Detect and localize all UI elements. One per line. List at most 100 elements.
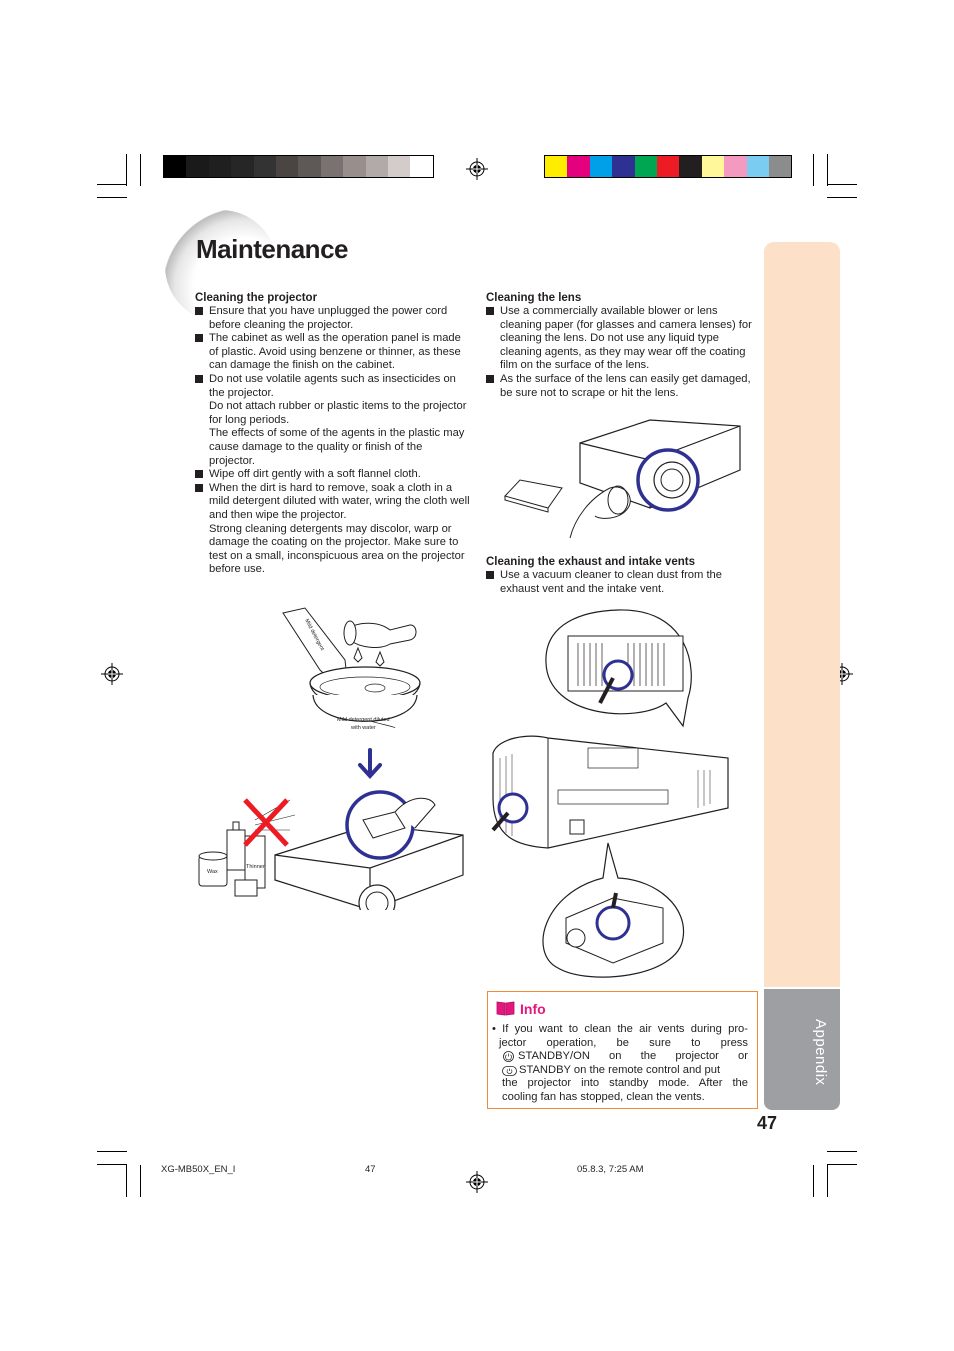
crop-mark (126, 154, 127, 186)
list-item-text: Do not attach rubber or plastic items to… (209, 400, 467, 426)
list-item: Use a commercially available blower or l… (486, 305, 760, 373)
registration-target-icon (466, 1171, 488, 1193)
list-item-text: As the surface of the lens can easily ge… (500, 372, 751, 399)
color-swatch (545, 156, 568, 177)
color-calibration-bar (544, 155, 793, 178)
can-label-wax: Wax (207, 869, 218, 875)
crop-mark (97, 197, 127, 198)
color-swatch (164, 156, 187, 177)
color-swatch (387, 156, 411, 177)
color-swatch (320, 156, 344, 177)
section-tab-label: Appendix (812, 1018, 829, 1086)
book-icon (496, 1001, 515, 1016)
list-item-text: The effects of some of the agents in the… (209, 427, 465, 467)
info-text: • If you want to clean the air vents dur… (492, 1023, 748, 1105)
color-swatch (231, 156, 254, 177)
crop-mark (827, 1165, 828, 1197)
bullet-list: Use a vacuum cleaner to clean dust from … (486, 569, 756, 596)
list-item-text: Strong cleaning detergents may discolor,… (209, 522, 465, 576)
crop-mark (140, 154, 141, 186)
bowl-caption-line2: with water (350, 725, 376, 731)
standby-remote-button-icon (502, 1065, 517, 1076)
cleaning-lens-section: Cleaning the lens Use a commercially ava… (486, 291, 760, 400)
list-item-text: Wipe off dirt gently with a soft flannel… (209, 468, 421, 481)
section-tab (764, 989, 840, 1110)
standby-on-button-icon (503, 1051, 514, 1063)
info-line: jector operation, be sure to press (499, 1036, 748, 1049)
crop-mark (827, 197, 857, 198)
info-box: Info • If you want to clean the air vent… (487, 991, 758, 1109)
list-item-text: Use a commercially available blower or l… (500, 305, 752, 372)
color-swatch (298, 156, 321, 177)
bowl-caption-line1: Mild detergent diluted (337, 717, 390, 723)
lens-cleaning-illustration (504, 419, 741, 539)
page-title: Maintenance (196, 234, 349, 264)
page-number: 47 (757, 1113, 778, 1133)
list-item: Do not use volatile agents such as insec… (195, 373, 470, 468)
crop-mark (126, 1165, 127, 1197)
info-line: • If you want to clean the air vents dur… (492, 1023, 748, 1035)
color-swatch (768, 156, 792, 177)
info-line: STANDBY on the remote control and put (492, 1064, 748, 1078)
list-item-text: When the dirt is hard to remove, soak a … (209, 481, 470, 521)
title-decoration (165, 210, 277, 322)
color-swatch (253, 156, 276, 177)
color-swatch (343, 156, 366, 177)
info-line-text: STANDBY on the remote control and put (519, 1063, 721, 1076)
list-item-text: Do not use volatile agents such as insec… (209, 372, 456, 399)
info-title: Info (520, 1001, 546, 1017)
color-swatch (724, 156, 747, 177)
section-heading: Cleaning the lens (486, 292, 582, 304)
list-item-text: Use a vacuum cleaner to clean dust from … (500, 569, 722, 595)
crop-mark (827, 1164, 857, 1165)
info-line: STANDBY/ON on the projector or (492, 1050, 748, 1064)
list-item: Ensure that you have unplugged the power… (195, 305, 470, 332)
crop-mark (97, 184, 127, 185)
color-swatch (679, 156, 702, 177)
section-heading: Cleaning the projector (195, 292, 318, 304)
footer-date: 05.8.3, 7:25 AM (577, 1164, 644, 1175)
color-swatch (275, 156, 299, 177)
color-swatch (186, 156, 209, 177)
info-line: the projector into standby mode. After t… (502, 1077, 748, 1090)
color-swatch (567, 156, 590, 177)
crop-mark (97, 1151, 127, 1152)
crop-mark (827, 154, 828, 186)
projector-cleaning-illustration: Mild detergent Mild detergent diluted wi… (198, 607, 464, 910)
bullet-list: Use a commercially available blower or l… (486, 305, 760, 400)
list-item: Wipe off dirt gently with a soft flannel… (195, 468, 470, 482)
bullet-list: Ensure that you have unplugged the power… (195, 305, 470, 577)
crop-mark (813, 1165, 814, 1197)
cleaning-vents-section: Cleaning the exhaust and intake vents Us… (486, 555, 756, 596)
section-heading: Cleaning the exhaust and intake vents (486, 556, 695, 568)
vents-cleaning-illustration (491, 609, 729, 978)
footer-page: 47 (365, 1164, 376, 1175)
color-swatch (746, 156, 769, 177)
crop-mark (140, 1165, 141, 1197)
color-swatch (365, 156, 388, 177)
crop-mark (827, 184, 857, 185)
crop-mark (97, 1164, 127, 1165)
grayscale-calibration-bar (163, 155, 434, 178)
color-swatch (589, 156, 613, 177)
color-swatch (612, 156, 635, 177)
list-item-text: Ensure that you have unplugged the power… (209, 305, 448, 331)
can-label-thinner: Thinner (246, 864, 265, 870)
registration-target-icon (101, 663, 123, 685)
list-item: As the surface of the lens can easily ge… (486, 373, 760, 400)
list-item-text: The cabinet as well as the operation pan… (209, 332, 461, 372)
color-swatch (208, 156, 232, 177)
color-swatch (634, 156, 657, 177)
cleaning-projector-section: Cleaning the projector Ensure that you h… (195, 291, 470, 577)
info-line: cooling fan has stopped, clean the vents… (502, 1090, 705, 1103)
color-swatch (701, 156, 725, 177)
crop-mark (827, 1151, 857, 1152)
crop-mark (813, 154, 814, 186)
info-line-text: STANDBY/ON on the projector or (518, 1050, 748, 1063)
color-swatch (656, 156, 680, 177)
section-tab-background (764, 242, 840, 987)
list-item: The cabinet as well as the operation pan… (195, 332, 470, 373)
registration-target-icon (466, 158, 488, 180)
color-swatch (410, 156, 433, 177)
list-item: When the dirt is hard to remove, soak a … (195, 482, 470, 577)
